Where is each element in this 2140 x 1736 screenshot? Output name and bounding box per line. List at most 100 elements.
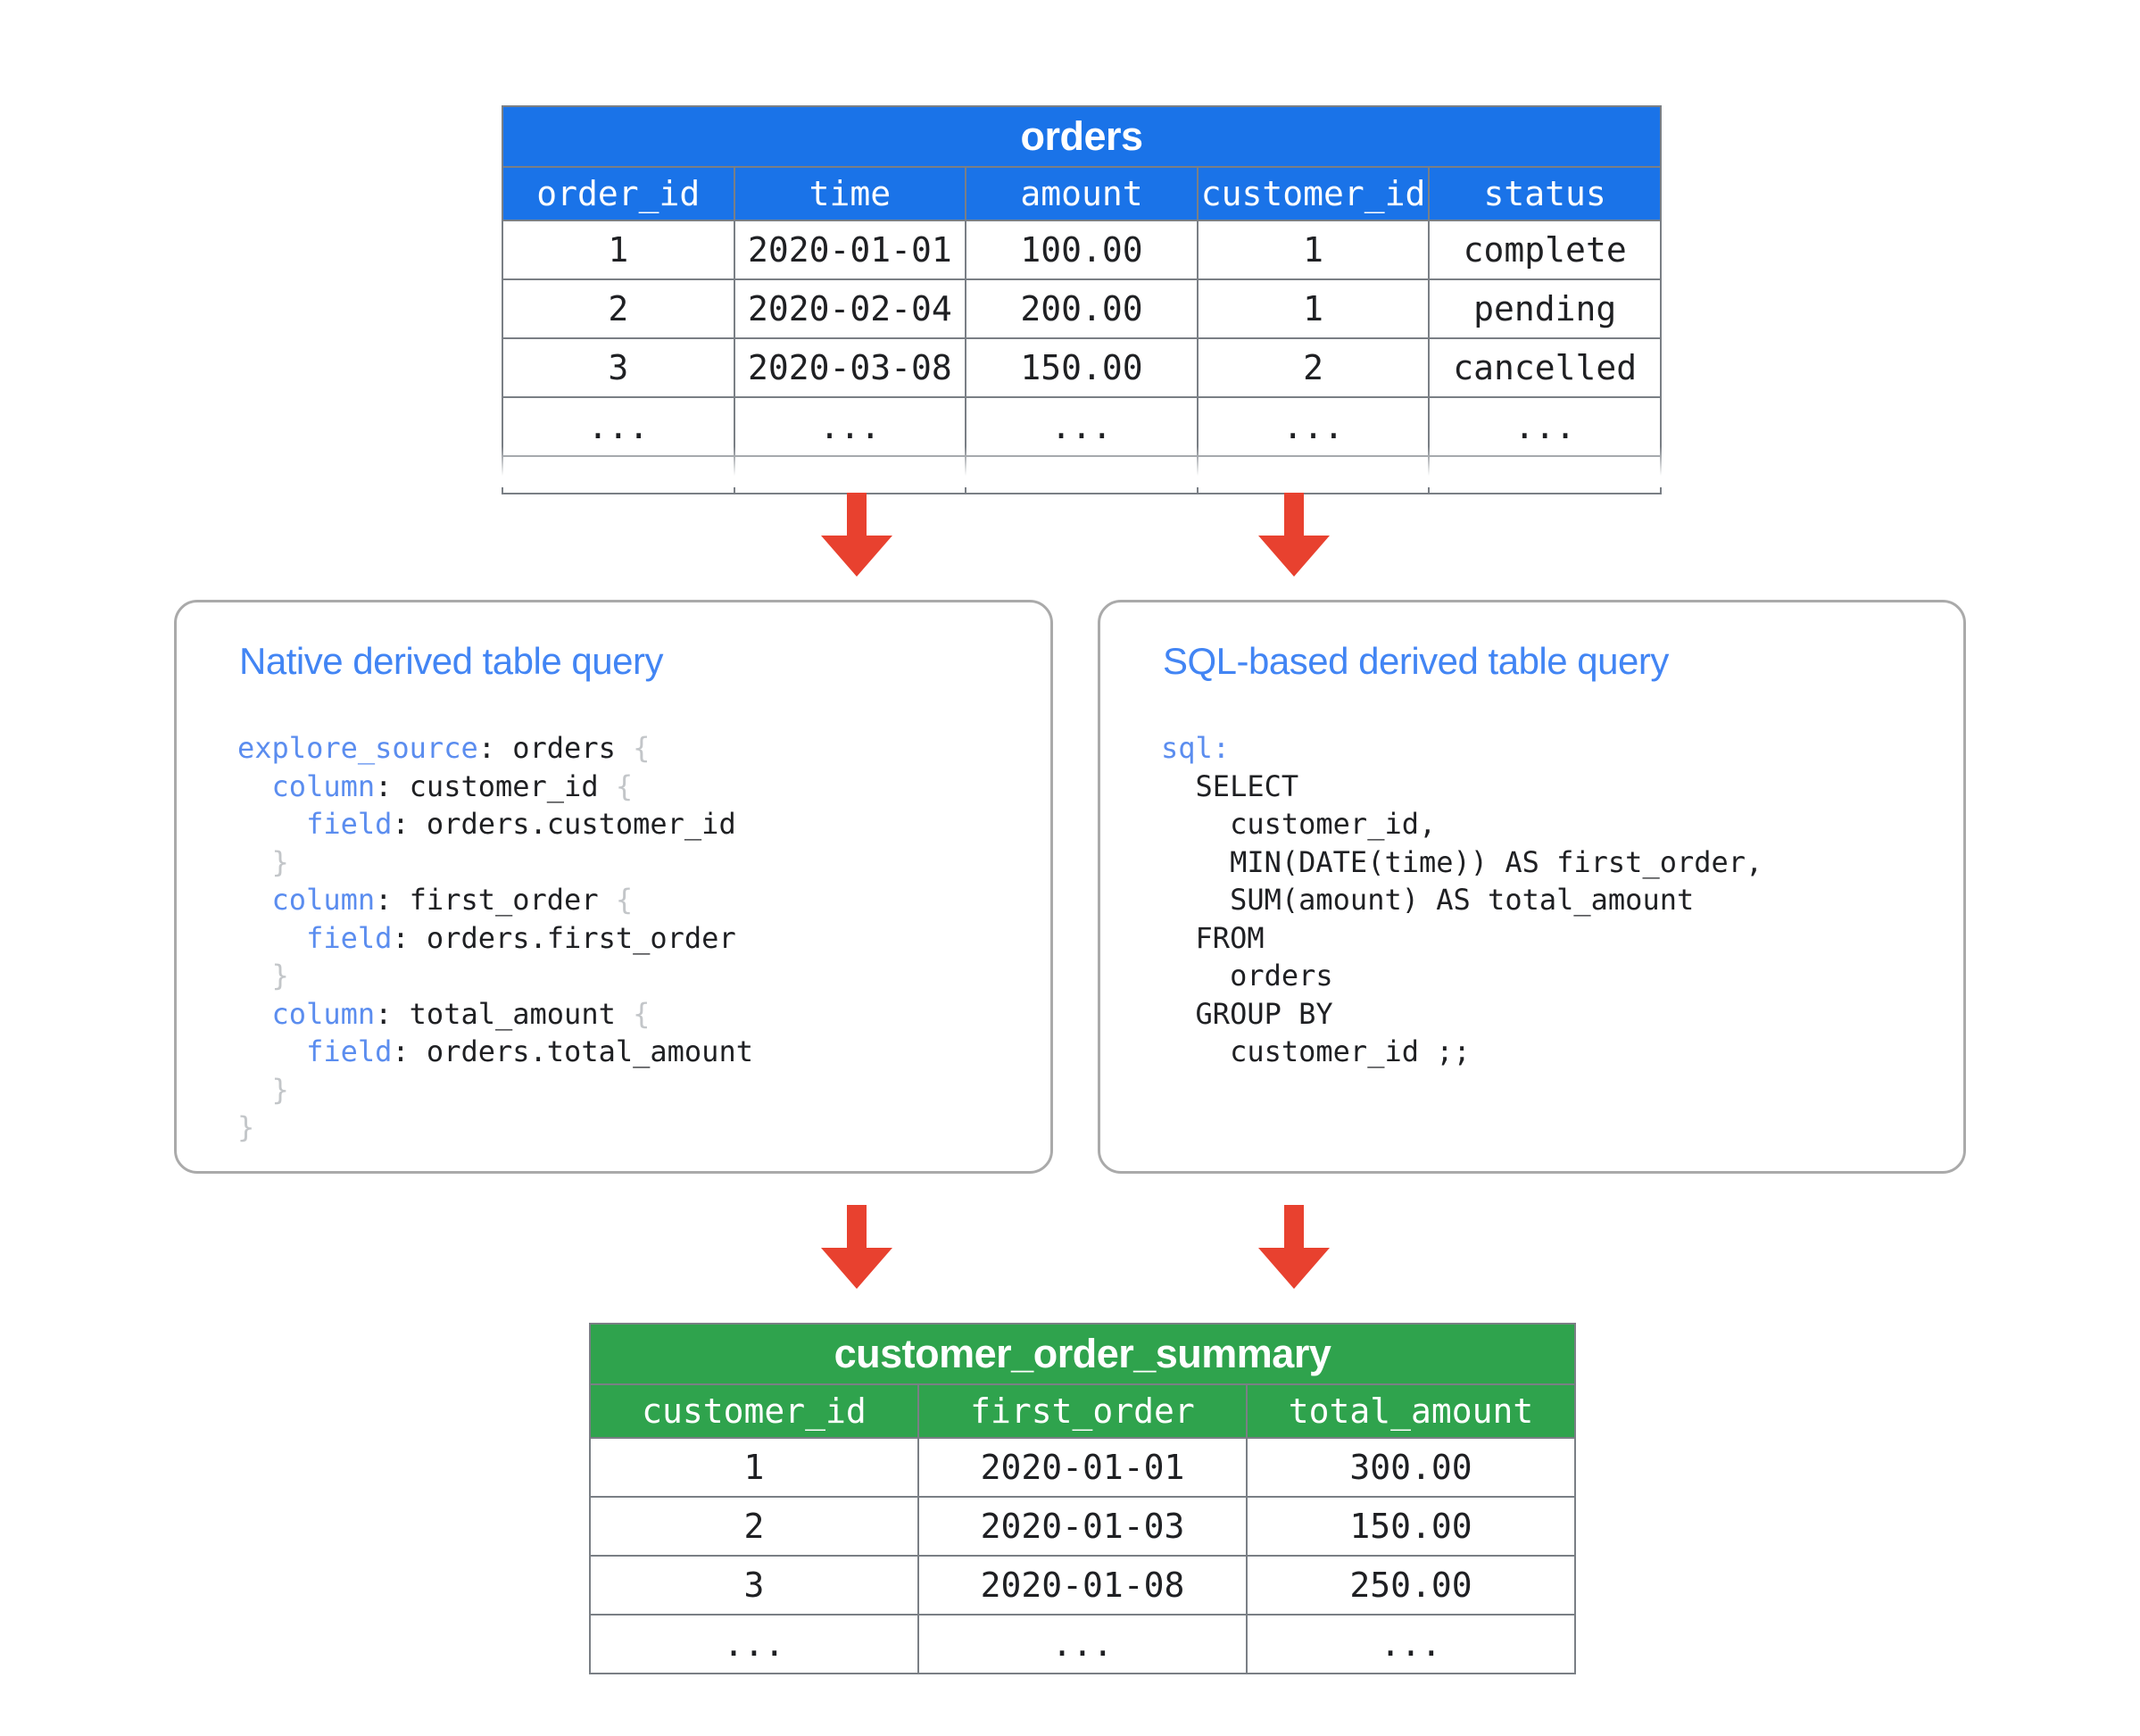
code-line: SELECT [1161,768,1763,806]
code-brace: } [271,1072,289,1107]
native-derived-table-card: Native derived table query explore_sourc… [174,600,1053,1174]
arrow-head [821,536,892,577]
code-line: } [237,957,753,995]
code-text: : orders [477,731,634,765]
code-line: customer_id, [1161,805,1763,843]
table-row: ............... [502,396,1662,457]
code-text [237,769,272,803]
code-line: field: orders.customer_id [237,805,753,843]
column-header: customer_id [589,1383,919,1439]
code-text: SELECT [1161,768,1299,803]
column-header: customer_id [1196,166,1431,221]
arrow-shaft [1284,1205,1304,1251]
table-cell: 3 [589,1555,919,1616]
column-header: amount [965,166,1199,221]
table-cell: 3 [502,337,735,398]
code-line: customer_id ;; [1161,1033,1763,1071]
code-brace: { [633,731,651,765]
arrow-shaft [1284,493,1304,539]
table-cell-empty [502,455,735,494]
code-keyword: column [271,996,376,1031]
table-cell: 150.00 [965,337,1199,398]
table-cell: ... [1196,396,1431,457]
table-cell: 1 [589,1437,919,1498]
code-text: customer_id, [1161,807,1437,841]
table-cell: complete [1428,220,1662,280]
code-text: SUM(amount) AS total_amount [1161,883,1695,917]
native-to-summary-arrow [821,1205,892,1289]
table-cell: ... [589,1614,919,1674]
table-cell: ... [1246,1614,1576,1674]
code-keyword: field [306,807,393,841]
table-cell: 2020-01-03 [917,1496,1248,1557]
code-brace: } [271,844,289,879]
table-cell: 2 [502,278,735,339]
code-text: : customer_id [375,768,616,803]
table-cell-empty [965,455,1199,494]
orders-to-native-arrow [821,493,892,577]
table-cell: pending [1428,278,1662,339]
sql-derived-table-card: SQL-based derived table query sql: SELEC… [1098,600,1966,1174]
code-line: explore_source: orders { [237,729,753,768]
code-text: : first_order [375,883,616,917]
code-brace: { [615,883,634,917]
code-text [237,959,272,993]
table-cell: 250.00 [1246,1555,1576,1616]
code-text: FROM [1161,920,1265,955]
table-cell: 2020-01-08 [917,1555,1248,1616]
code-text: : orders.first_order [392,920,736,955]
table-cell: 2020-02-04 [733,278,967,339]
code-text [237,1073,272,1107]
code-line: } [237,843,753,882]
code-line: column: total_amount { [237,995,753,1034]
code-keyword: field [306,920,393,955]
table-cell: 2020-03-08 [733,337,967,398]
code-keyword: column [271,883,376,917]
table-cell-empty [733,455,967,494]
table-cell: 2 [589,1496,919,1557]
sql-to-summary-arrow [1258,1205,1330,1289]
sql-card-title: SQL-based derived table query [1163,640,1669,682]
code-text: : orders.customer_id [392,807,736,841]
table-cell: 2020-01-01 [917,1437,1248,1498]
summary-table-title-row: customer_order_summary [589,1323,1576,1385]
column-header: time [733,166,967,221]
code-keyword: field [306,1034,393,1068]
table-cell: cancelled [1428,337,1662,398]
code-line: column: customer_id { [237,768,753,806]
orders-table-title-row: orders [502,105,1662,168]
code-text [237,997,272,1031]
code-brace: { [615,768,634,803]
code-text: : total_amount [375,996,634,1031]
table-cell: ... [965,396,1199,457]
code-text: customer_id ;; [1161,1034,1471,1068]
column-header: first_order [917,1383,1248,1439]
code-keyword: column [271,768,376,803]
table-cell-empty [1428,455,1662,494]
code-keyword: explore_source [237,731,478,765]
arrow-head [1258,536,1330,577]
table-cell: 150.00 [1246,1496,1576,1557]
native-card-code-block: explore_source: orders { column: custome… [237,729,753,1147]
table-row [502,455,1662,494]
column-header: total_amount [1246,1383,1576,1439]
table-cell: 1 [1196,220,1431,280]
code-text [237,1034,306,1068]
code-text: : orders.total_amount [392,1034,753,1068]
table-cell-empty [1196,455,1431,494]
code-line: MIN(DATE(time)) AS first_order, [1161,843,1763,882]
code-text [237,883,272,917]
code-text [237,921,306,955]
code-text: MIN(DATE(time)) AS first_order, [1161,844,1763,879]
table-cell: 200.00 [965,278,1199,339]
orders-to-sql-arrow [1258,493,1330,577]
code-keyword: sql: [1161,731,1231,765]
code-line: column: first_order { [237,881,753,919]
